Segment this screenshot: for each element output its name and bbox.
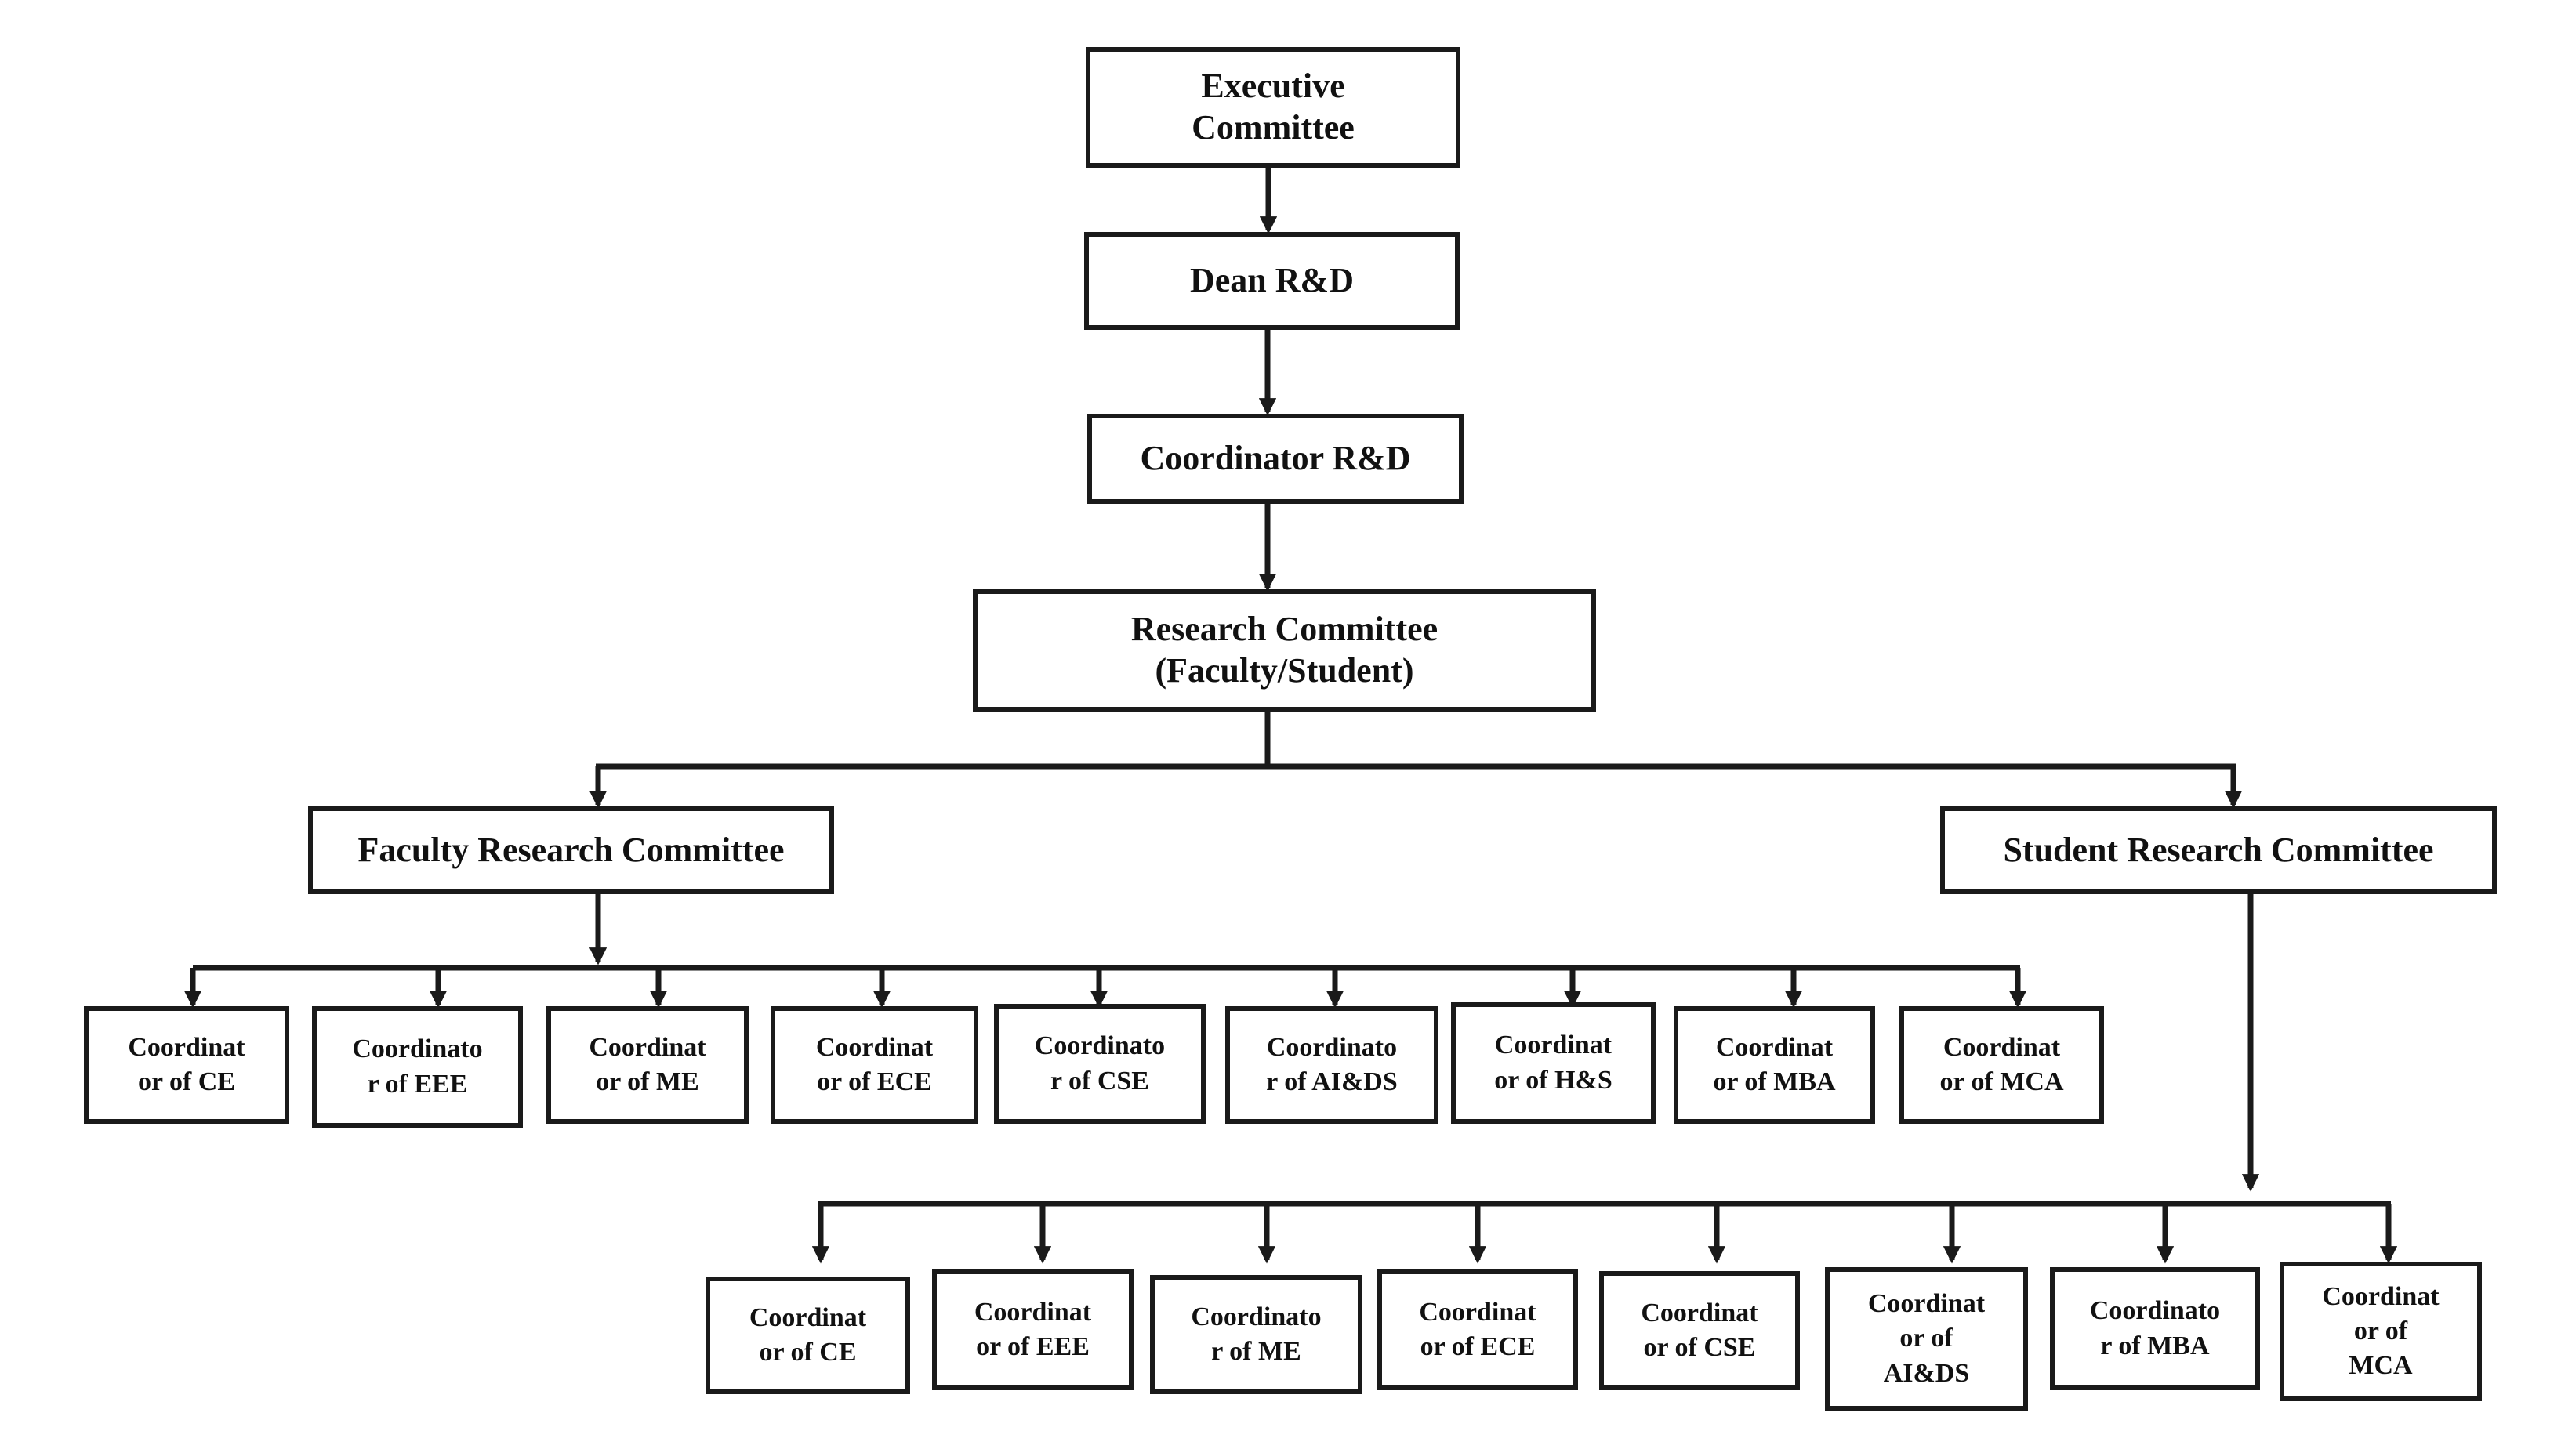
student-coordinator-me-box: Coordinato r of ME xyxy=(1150,1275,1362,1394)
student-research-committee-box: Student Research Committee xyxy=(1940,806,2497,894)
faculty-coordinator-me-label: Coordinat or of ME xyxy=(589,1032,706,1096)
student-coordinator-ce-label: Coordinat or of CE xyxy=(749,1302,867,1367)
faculty-coordinator-ce-box: Coordinat or of CE xyxy=(84,1006,289,1124)
faculty-research-committee-box: Faculty Research Committee xyxy=(308,806,834,894)
student-coordinator-aids-label: Coordinat or of AI&DS xyxy=(1867,1289,1986,1388)
executive-committee-label: Executive Committee xyxy=(1192,67,1355,147)
coordinator-rd-label: Coordinator R&D xyxy=(1140,439,1411,478)
student-coordinator-aids-box: Coordinat or of AI&DS xyxy=(1825,1267,2028,1411)
student-coordinator-ce-box: Coordinat or of CE xyxy=(706,1277,910,1394)
faculty-coordinator-mca-box: Coordinat or of MCA xyxy=(1899,1006,2104,1124)
student-coordinator-cse-label: Coordinat or of CSE xyxy=(1641,1298,1758,1362)
faculty-coordinator-hs-box: Coordinat or of H&S xyxy=(1451,1002,1656,1124)
student-coordinator-eee-label: Coordinat or of EEE xyxy=(974,1297,1092,1361)
student-coordinator-mca-label: Coordinat or of MCA xyxy=(2322,1281,2440,1381)
faculty-coordinator-ce-label: Coordinat or of CE xyxy=(128,1032,245,1096)
faculty-coordinator-eee-box: Coordinato r of EEE xyxy=(312,1006,523,1128)
faculty-coordinator-aids-box: Coordinato r of AI&DS xyxy=(1225,1006,1438,1124)
faculty-coordinator-mba-label: Coordinat or of MBA xyxy=(1713,1032,1836,1096)
executive-committee-box: Executive Committee xyxy=(1086,47,1460,168)
student-coordinator-cse-box: Coordinat or of CSE xyxy=(1599,1271,1800,1390)
coordinator-rd-box: Coordinator R&D xyxy=(1087,414,1464,504)
faculty-research-committee-label: Faculty Research Committee xyxy=(357,830,785,869)
student-coordinator-mca-box: Coordinat or of MCA xyxy=(2280,1262,2482,1401)
dean-rd-box: Dean R&D xyxy=(1084,232,1460,330)
research-committee-box: Research Committee (Faculty/Student) xyxy=(973,589,1596,712)
faculty-coordinator-aids-label: Coordinato r of AI&DS xyxy=(1266,1032,1398,1096)
faculty-coordinator-ece-box: Coordinat or of ECE xyxy=(771,1006,978,1124)
student-research-committee-label: Student Research Committee xyxy=(2003,830,2434,869)
student-coordinator-ece-box: Coordinat or of ECE xyxy=(1377,1269,1578,1390)
student-coordinator-eee-box: Coordinat or of EEE xyxy=(932,1269,1134,1390)
faculty-coordinator-mba-box: Coordinat or of MBA xyxy=(1674,1006,1875,1124)
faculty-coordinator-eee-label: Coordinato r of EEE xyxy=(352,1034,483,1099)
faculty-coordinator-me-box: Coordinat or of ME xyxy=(546,1006,749,1124)
student-coordinator-mba-label: Coordinato r of MBA xyxy=(2089,1296,2221,1360)
faculty-coordinator-mca-label: Coordinat or of MCA xyxy=(1939,1032,2064,1096)
student-coordinator-mba-box: Coordinato r of MBA xyxy=(2050,1267,2260,1390)
student-coordinator-ece-label: Coordinat or of ECE xyxy=(1419,1297,1536,1361)
faculty-coordinator-cse-box: Coordinato r of CSE xyxy=(994,1004,1206,1124)
dean-rd-label: Dean R&D xyxy=(1190,261,1354,300)
faculty-coordinator-cse-label: Coordinato r of CSE xyxy=(1034,1031,1166,1096)
student-coordinator-me-label: Coordinato r of ME xyxy=(1191,1302,1322,1366)
faculty-coordinator-ece-label: Coordinat or of ECE xyxy=(815,1032,934,1096)
faculty-coordinator-hs-label: Coordinat or of H&S xyxy=(1494,1030,1612,1095)
research-committee-label: Research Committee (Faculty/Student) xyxy=(1130,610,1438,690)
